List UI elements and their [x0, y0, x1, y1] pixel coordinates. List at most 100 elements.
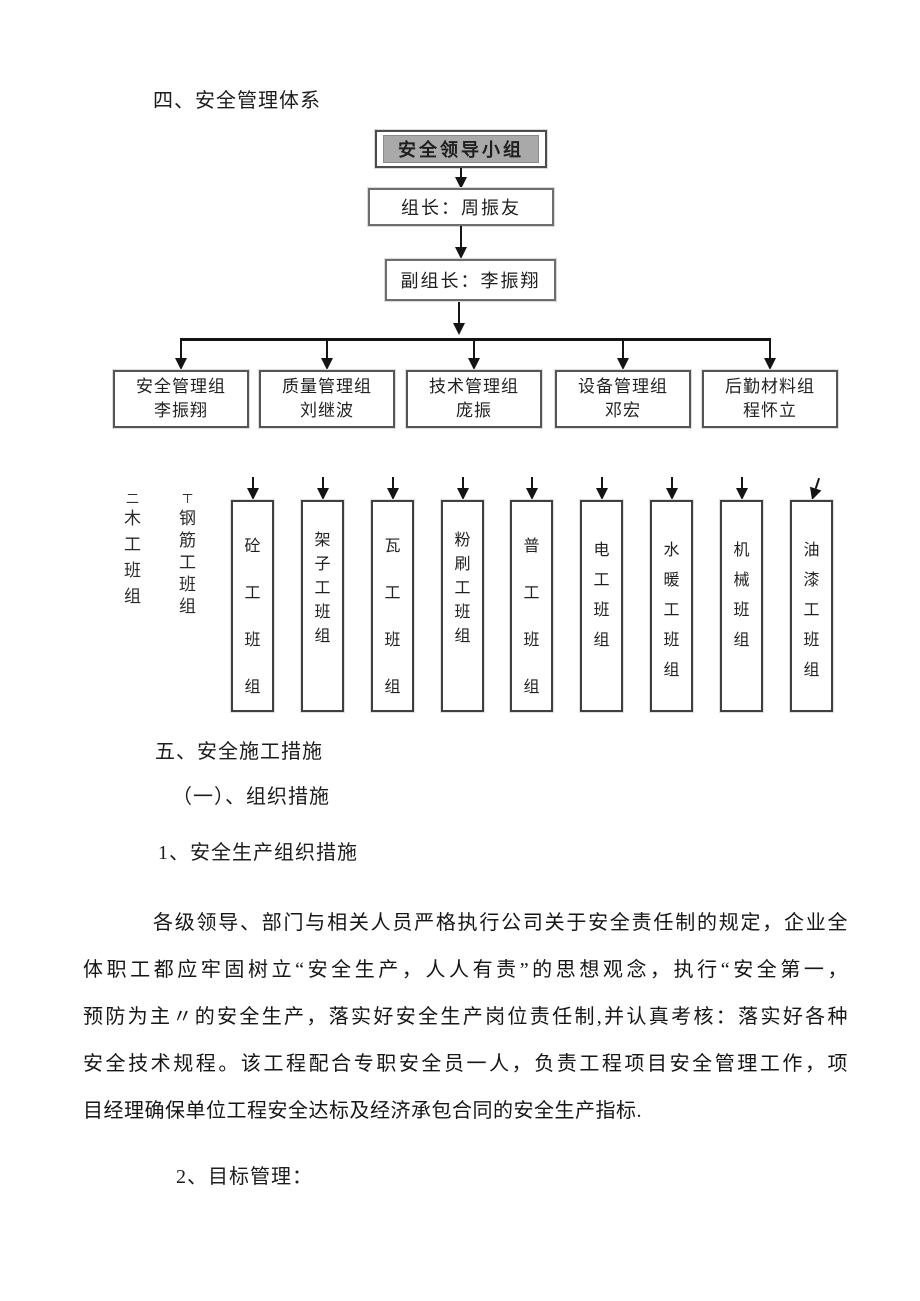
paragraph-line: 体职工都应牢固树立“安全生产，人人有责”的思想观念，执行“安全第一，: [83, 959, 848, 981]
subsection-heading: （一）、组织措施: [172, 786, 330, 808]
team-label-char: 组: [733, 632, 750, 649]
body-paragraph: 各级领导、部门与相关人员严格执行公司关于安全责任制的规定，企业全体职工都应牢固树…: [83, 900, 848, 1135]
root-box-label: 安全领导小组: [398, 140, 524, 160]
team-box: 油漆工班组: [789, 499, 834, 713]
team-box: 机械班组: [719, 499, 764, 713]
team-label-char: 漆: [803, 572, 820, 589]
down-arrow-icon: [456, 477, 470, 500]
team-label-char: 班: [663, 632, 680, 649]
team-label-char: 机: [733, 542, 750, 559]
down-arrow-icon: [665, 477, 679, 500]
down-arrow-icon: [763, 340, 777, 370]
paragraph-line: 安全技术规程。该工程配合专职安全员一人，负责工程项目安全管理工作，项: [83, 1053, 848, 1075]
arrow-line: [180, 340, 182, 358]
down-arrow-icon: [316, 477, 330, 500]
dept-person: 庞振: [456, 401, 492, 420]
team-label-char: 工: [663, 602, 680, 619]
team-label-char: 班: [803, 632, 820, 649]
arrow-line: [461, 477, 464, 488]
team-label-char: 组: [593, 632, 610, 649]
arrow-line: [600, 477, 603, 488]
dept-person: 李振翔: [154, 401, 208, 420]
section5-heading: 五、安全施工措施: [155, 741, 323, 763]
team-label-char: 组: [803, 662, 820, 679]
team-label-char: 工: [523, 585, 540, 602]
item1-heading: 1、安全生产组织措施: [158, 842, 358, 864]
team-box: 粉刷工班组: [440, 499, 485, 713]
arrow-head-icon: [665, 488, 678, 500]
dept-person: 程怀立: [743, 401, 797, 420]
paragraph-line: 目经理确保单位工程安全达标及经济承包合同的安全生产指标.: [83, 1100, 642, 1122]
team-label-char: 普: [523, 538, 540, 555]
side-label: 二木工班组: [124, 492, 141, 614]
arrow-head-icon: [246, 488, 259, 500]
team-label-char: 班: [454, 604, 471, 621]
arrow-head-icon: [175, 358, 187, 370]
dept-name: 质量管理组: [282, 377, 372, 396]
team-label-char: 工: [384, 585, 401, 602]
dept-name: 安全管理组: [136, 377, 226, 396]
team-box: 瓦工班组: [370, 499, 415, 713]
leader-box-label: 组长：周振友: [401, 198, 521, 218]
team-box: 砼工班组: [230, 499, 275, 713]
down-arrow-icon: [454, 226, 468, 259]
team-label-char: 械: [733, 572, 750, 589]
team-label-char: 架: [314, 532, 331, 549]
arrow-line: [814, 477, 820, 489]
arrow-line: [251, 477, 254, 488]
team-box: 水暖工班组: [649, 499, 694, 713]
dept-name: 设备管理组: [578, 377, 668, 396]
arrow-head-icon: [735, 488, 748, 500]
side-label-char: 钢: [179, 509, 196, 528]
dept-person: 邓宏: [605, 401, 641, 420]
leader-box: 组长：周振友: [367, 187, 555, 227]
arrow-line: [740, 477, 743, 488]
side-label-char: 工: [124, 535, 141, 554]
side-label-char: 木: [124, 509, 141, 528]
connector-rail: [180, 338, 771, 341]
team-label-char: 组: [523, 679, 540, 696]
dept-box: 后勤材料组程怀立: [701, 369, 839, 429]
side-label-char: 筋: [179, 531, 196, 550]
team-label-char: 电: [593, 542, 610, 559]
team-label-char: 班: [244, 632, 261, 649]
down-arrow-icon: [525, 477, 539, 500]
root-box-fill: 安全领导小组: [383, 135, 539, 163]
team-label-char: 班: [384, 632, 401, 649]
arrow-head-icon: [386, 488, 399, 500]
down-arrow-icon: [595, 477, 609, 500]
team-label-char: 组: [244, 679, 261, 696]
team-label-char: 油: [803, 542, 820, 559]
team-label-char: 工: [593, 572, 610, 589]
team-label-char: 工: [244, 585, 261, 602]
down-arrow-icon: [174, 340, 188, 370]
dept-box: 安全管理组李振翔: [112, 369, 250, 429]
down-arrow-icon: [246, 477, 260, 500]
team-label-char: 组: [384, 679, 401, 696]
down-arrow-icon: [452, 302, 466, 335]
down-arrow-icon: [386, 477, 400, 500]
team-label-char: 班: [593, 602, 610, 619]
arrow-head-icon: [468, 358, 480, 370]
arrow-line: [326, 340, 328, 358]
arrow-head-icon: [764, 358, 776, 370]
paragraph-line: 各级领导、部门与相关人员严格执行公司关于安全责任制的规定，企业全: [153, 912, 848, 934]
section4-heading: 四、安全管理体系: [153, 90, 321, 112]
arrow-line: [530, 477, 533, 488]
team-label-char: 工: [454, 580, 471, 597]
arrow-head-icon: [595, 488, 608, 500]
side-label: ⊤钢筋工班组: [179, 492, 196, 620]
dept-name: 技术管理组: [429, 377, 519, 396]
arrow-line: [670, 477, 673, 488]
arrow-head-icon: [525, 488, 538, 500]
arrow-line: [321, 477, 324, 488]
down-arrow-icon: [616, 340, 630, 370]
team-label-char: 工: [803, 602, 820, 619]
connector-mark-icon: ⊤: [181, 491, 194, 506]
root-box: 安全领导小组: [374, 129, 548, 169]
arrow-line: [473, 340, 475, 358]
down-arrow-icon: [454, 168, 468, 189]
side-label-char: 组: [124, 587, 141, 606]
deputy-box-label: 副组长：李振翔: [400, 271, 541, 291]
